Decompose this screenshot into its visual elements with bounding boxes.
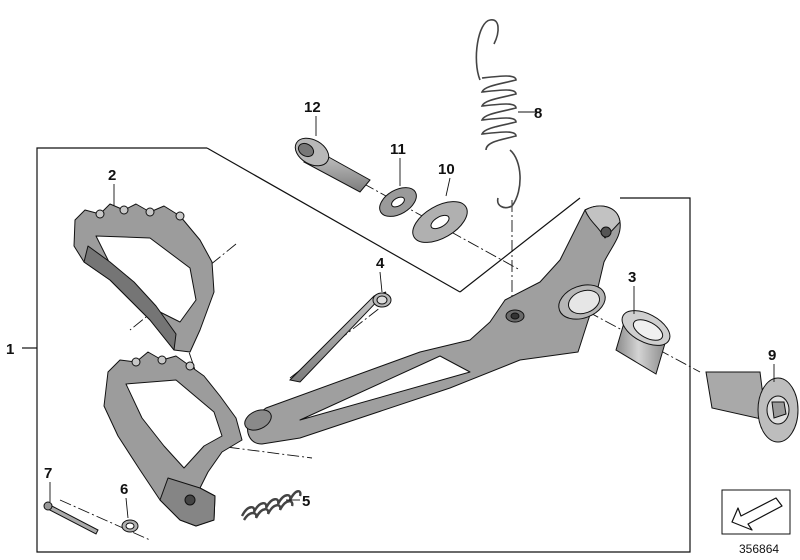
callout-11: 11 — [390, 141, 406, 158]
footpeg-lower — [103, 351, 243, 527]
washer-small — [379, 187, 417, 217]
callout-2: 2 — [108, 167, 116, 184]
direction-arrow-icon — [731, 497, 783, 531]
footpeg-upper — [73, 203, 215, 353]
callout-5: 5 — [302, 493, 310, 510]
callout-9: 9 — [768, 347, 776, 364]
brake-lever — [244, 205, 621, 445]
callout-3: 3 — [628, 269, 636, 286]
washer-large — [412, 201, 468, 243]
callout-8: 8 — [534, 105, 542, 122]
assembly-outline — [22, 147, 691, 553]
callout-12: 12 — [304, 99, 321, 116]
bushing — [615, 310, 671, 375]
callout-labels: 1 2 3 4 5 6 7 8 9 10 11 12 — [6, 99, 776, 510]
reference-number: 356864 — [739, 542, 779, 556]
leader-lines — [49, 111, 775, 519]
return-spring-small — [240, 490, 302, 521]
orientation-box — [721, 489, 791, 535]
circlip — [121, 519, 139, 533]
callout-7: 7 — [44, 465, 52, 482]
shoulder-bolt — [294, 137, 371, 193]
callout-1: 1 — [6, 341, 14, 358]
callout-4: 4 — [376, 255, 385, 272]
tension-spring — [475, 19, 521, 209]
callout-6: 6 — [120, 481, 128, 498]
cotter-pin — [43, 501, 99, 535]
pivot-pin — [288, 291, 392, 383]
callout-10: 10 — [438, 161, 455, 178]
pivot-bolt — [705, 371, 799, 443]
